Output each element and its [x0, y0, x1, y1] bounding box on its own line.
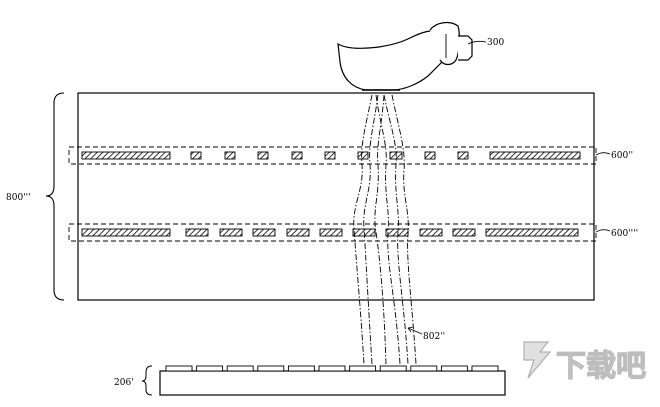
layer-lower-label: 600''''	[611, 229, 638, 239]
logo-mark	[523, 341, 552, 379]
light-path-5	[383, 94, 409, 365]
lower-hatch-mark-2	[185, 228, 209, 237]
sensor-brace	[141, 365, 153, 396]
light-path-label: 802''	[423, 332, 445, 342]
finger-tip	[458, 35, 473, 61]
stack-body	[77, 92, 595, 301]
light-paths	[353, 94, 417, 365]
lower-hatch-mark-11	[485, 228, 579, 237]
finger-label: 300	[487, 38, 504, 48]
layer-lower-leader	[595, 229, 611, 233]
sensor-pixel-1	[165, 365, 193, 372]
sensor-pixel-11	[471, 365, 499, 372]
lower-hatch-mark-6	[319, 228, 343, 237]
watermark: 下载吧	[523, 341, 647, 385]
stack-brace	[45, 92, 65, 301]
light-path-1	[353, 94, 373, 365]
light-path-2	[363, 94, 379, 365]
lower-hatch-mark-9	[419, 228, 443, 237]
layer-lower-marks	[81, 228, 579, 237]
sensor-pixel-10	[440, 365, 468, 372]
sensor-pixel-2	[196, 365, 224, 372]
finger-body	[337, 29, 447, 91]
sensor-pixel-5	[287, 365, 315, 372]
sensor-pixel-3	[226, 365, 254, 372]
upper-hatch-mark-6	[324, 151, 336, 160]
sensor-pixel-7	[349, 365, 377, 372]
light-path-leader	[407, 327, 423, 335]
lower-hatch-mark-10	[452, 228, 476, 237]
upper-hatch-mark-11	[489, 151, 581, 160]
upper-hatch-mark-1	[81, 151, 171, 160]
finger	[337, 21, 473, 91]
watermark-text: 下载吧	[556, 349, 646, 384]
lower-hatch-mark-3	[219, 228, 243, 237]
lower-hatch-mark-8	[385, 228, 409, 237]
upper-hatch-mark-10	[457, 151, 469, 160]
upper-hatch-mark-3	[224, 151, 236, 160]
layer-upper-marks	[81, 151, 581, 160]
layer-upper-label: 600''	[611, 151, 633, 161]
sensor-pixel-8	[379, 365, 407, 372]
layer-upper-leader	[595, 152, 611, 156]
sensor-pixel-6	[318, 365, 346, 372]
finger-leader	[467, 40, 487, 45]
lower-hatch-mark-4	[252, 228, 276, 237]
sensor	[159, 365, 506, 396]
lower-hatch-mark-5	[286, 228, 310, 237]
upper-hatch-mark-2	[190, 151, 202, 160]
sensor-pixels	[165, 365, 499, 372]
stack-label: 800'''	[6, 193, 31, 203]
lower-hatch-mark-1	[81, 228, 171, 237]
light-path-6	[391, 94, 417, 365]
upper-hatch-mark-4	[257, 151, 269, 160]
light-path-3	[374, 94, 387, 365]
upper-hatch-mark-5	[291, 151, 303, 160]
sensor-substrate	[159, 370, 506, 396]
watermark-logo	[523, 341, 552, 379]
sensor-pixel-9	[410, 365, 438, 372]
upper-hatch-mark-9	[424, 151, 436, 160]
sensor-label: 206'	[114, 378, 134, 388]
upper-hatch-mark-7	[357, 151, 369, 160]
sensor-pixel-4	[257, 365, 285, 372]
light-path-arrowhead	[407, 326, 414, 333]
light-path-4	[375, 94, 401, 365]
